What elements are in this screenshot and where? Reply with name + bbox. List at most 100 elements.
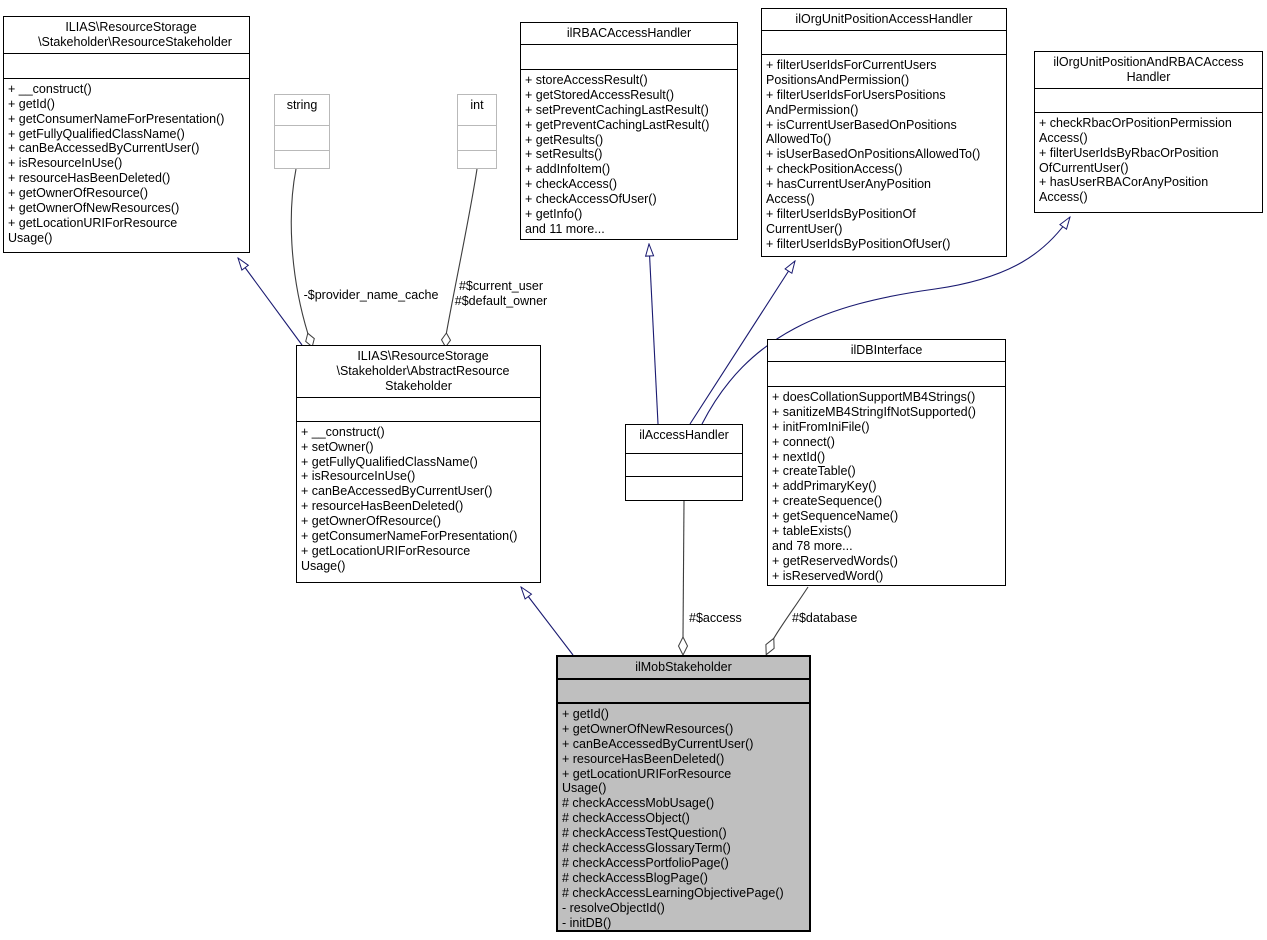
method-line: + filterUserIdsByPositionOf xyxy=(766,206,916,221)
edge-label-provider-name-cache: -$provider_name_cache xyxy=(303,288,439,302)
methods-compartment: + doesCollationSupportMB4Strings()+ sani… xyxy=(768,387,1005,587)
method-line: + resourceHasBeenDeleted() xyxy=(562,751,725,766)
method-line: + resourceHasBeenDeleted() xyxy=(301,499,464,514)
method-line: + getConsumerNameForPresentation() xyxy=(8,111,225,126)
method-line: - initDB() xyxy=(562,915,612,930)
method-line: + canBeAccessedByCurrentUser() xyxy=(562,736,754,751)
class-title: ilOrgUnitPositionAccessHandler xyxy=(762,9,1006,31)
method-line: + connect() xyxy=(772,434,835,449)
method-line: # checkAccessGlossaryTerm() xyxy=(562,841,731,856)
method-line: + getLocationURIForResource xyxy=(301,543,471,558)
attributes-compartment xyxy=(768,362,1005,387)
class-box-ilmobstakeholder[interactable]: ilMobStakeholder + getId()+ getOwnerOfNe… xyxy=(556,655,811,932)
edge-label-database: #$database xyxy=(792,611,858,625)
edge-aggr-string-to-abstract xyxy=(290,168,309,335)
method-line: and 78 more... xyxy=(772,538,853,553)
method-line: + filterUserIdsByRbacOrPosition xyxy=(1039,145,1219,160)
edge-label-current-user: #$current_user xyxy=(458,279,544,293)
method-line: + getLocationURIForResource xyxy=(8,215,178,230)
method-line: - resolveObjectId() xyxy=(562,900,665,915)
diamond-current-user-default-owner xyxy=(440,332,452,348)
class-box-ilrbacaccesshandler[interactable]: ilRBACAccessHandler + storeAccessResult(… xyxy=(520,22,738,240)
method-line: AllowedTo() xyxy=(766,132,832,147)
method-line: + getSequenceName() xyxy=(772,509,899,524)
attributes-compartment xyxy=(762,31,1006,55)
attributes-compartment xyxy=(4,54,249,79)
method-line: + getOwnerOfResource() xyxy=(301,514,441,529)
method-line: CurrentUser() xyxy=(766,221,843,236)
class-box-ildbinterface[interactable]: ilDBInterface + doesCollationSupportMB4S… xyxy=(767,339,1006,586)
class-box-ilaccesshandler[interactable]: ilAccessHandler xyxy=(625,424,743,501)
method-line: + setResults() xyxy=(525,147,603,162)
class-title: ilDBInterface xyxy=(768,340,1005,362)
method-line: Usage() xyxy=(301,558,346,573)
method-line: AndPermission() xyxy=(766,102,859,117)
method-line: # checkAccessLearningObjectivePage() xyxy=(562,885,784,900)
attributes-compartment xyxy=(297,398,540,422)
edge-label-default-owner: #$default_owner xyxy=(454,293,548,308)
class-box-string: string xyxy=(274,94,330,169)
method-line: + nextId() xyxy=(772,449,826,464)
attributes-compartment xyxy=(1035,89,1262,113)
method-line: + setPreventCachingLastResult() xyxy=(525,102,709,117)
edge-aggr-int-to-abstract xyxy=(445,168,478,334)
attributes-compartment xyxy=(626,454,742,477)
class-box-ilorgunitpositionaccesshandler[interactable]: ilOrgUnitPositionAccessHandler + filterU… xyxy=(761,8,1007,257)
edge-aggr-accesshandler-to-mob xyxy=(682,500,685,638)
methods-compartment xyxy=(275,151,329,157)
method-line: + createTable() xyxy=(772,464,856,479)
method-line: + checkAccess() xyxy=(525,177,618,192)
method-line: + canBeAccessedByCurrentUser() xyxy=(8,141,200,156)
method-line: + hasCurrentUserAnyPosition xyxy=(766,177,932,192)
method-line: + getLocationURIForResource xyxy=(562,766,732,781)
class-title: ILIAS\ResourceStorage \Stakeholder\Resou… xyxy=(4,17,249,54)
method-line: PositionsAndPermission() xyxy=(766,72,910,87)
class-title: string xyxy=(275,95,329,126)
method-line: + __construct() xyxy=(301,424,385,439)
edge-aggr-db-to-mob xyxy=(773,586,809,639)
method-line: + getReservedWords() xyxy=(772,553,898,568)
class-title: int xyxy=(458,95,496,126)
method-line: Usage() xyxy=(562,781,607,796)
edge-inherit-mob-to-abstract xyxy=(521,587,574,656)
class-title: ilOrgUnitPositionAndRBACAccess Handler xyxy=(1035,52,1262,89)
method-line: + getId() xyxy=(562,706,609,721)
diamond-access xyxy=(677,635,689,657)
method-line: + getOwnerOfNewResources() xyxy=(562,721,734,736)
method-line: + doesCollationSupportMB4Strings() xyxy=(772,389,976,404)
method-line: # checkAccessTestQuestion() xyxy=(562,826,727,841)
method-line: + isCurrentUserBasedOnPositions xyxy=(766,117,957,132)
method-line: + addPrimaryKey() xyxy=(772,479,877,494)
methods-compartment xyxy=(458,151,496,157)
methods-compartment: + getId()+ getOwnerOfNewResources()+ can… xyxy=(558,704,809,934)
method-line: # checkAccessObject() xyxy=(562,811,690,826)
edge-inherit-abstract-to-resourcestakeholder xyxy=(238,258,303,346)
edge-inherit-accesshandler-to-orgunitrbac xyxy=(701,217,1070,425)
attributes-compartment xyxy=(558,680,809,704)
method-line: + __construct() xyxy=(8,81,92,96)
class-box-resource-stakeholder[interactable]: ILIAS\ResourceStorage \Stakeholder\Resou… xyxy=(3,16,250,253)
class-box-abstract-resource-stakeholder[interactable]: ILIAS\ResourceStorage \Stakeholder\Abstr… xyxy=(296,345,541,583)
methods-compartment: + __construct()+ getId()+ getConsumerNam… xyxy=(4,79,249,249)
method-line: + getPreventCachingLastResult() xyxy=(525,117,710,132)
method-line: + getConsumerNameForPresentation() xyxy=(301,529,518,544)
method-line: + getResults() xyxy=(525,132,604,147)
edge-label-current-user-default-owner: #$current_user #$default_owner xyxy=(450,279,552,309)
attributes-compartment xyxy=(275,126,329,151)
class-box-int: int xyxy=(457,94,497,169)
method-line: + checkRbacOrPositionPermission xyxy=(1039,115,1232,130)
method-line: + getId() xyxy=(8,96,55,111)
attributes-compartment xyxy=(458,126,496,151)
method-line: + canBeAccessedByCurrentUser() xyxy=(301,484,493,499)
method-line: # checkAccessMobUsage() xyxy=(562,796,715,811)
method-line: + isResourceInUse() xyxy=(8,156,123,171)
method-line: Access() xyxy=(1039,190,1088,205)
edge-label-access: #$access xyxy=(689,611,742,625)
method-line: + hasUserRBACorAnyPosition xyxy=(1039,175,1209,190)
class-box-ilorgunitpositionandrbacaccesshandler[interactable]: ilOrgUnitPositionAndRBACAccess Handler +… xyxy=(1034,51,1263,213)
method-line: + getOwnerOfResource() xyxy=(8,186,148,201)
method-line: Access() xyxy=(766,192,815,207)
